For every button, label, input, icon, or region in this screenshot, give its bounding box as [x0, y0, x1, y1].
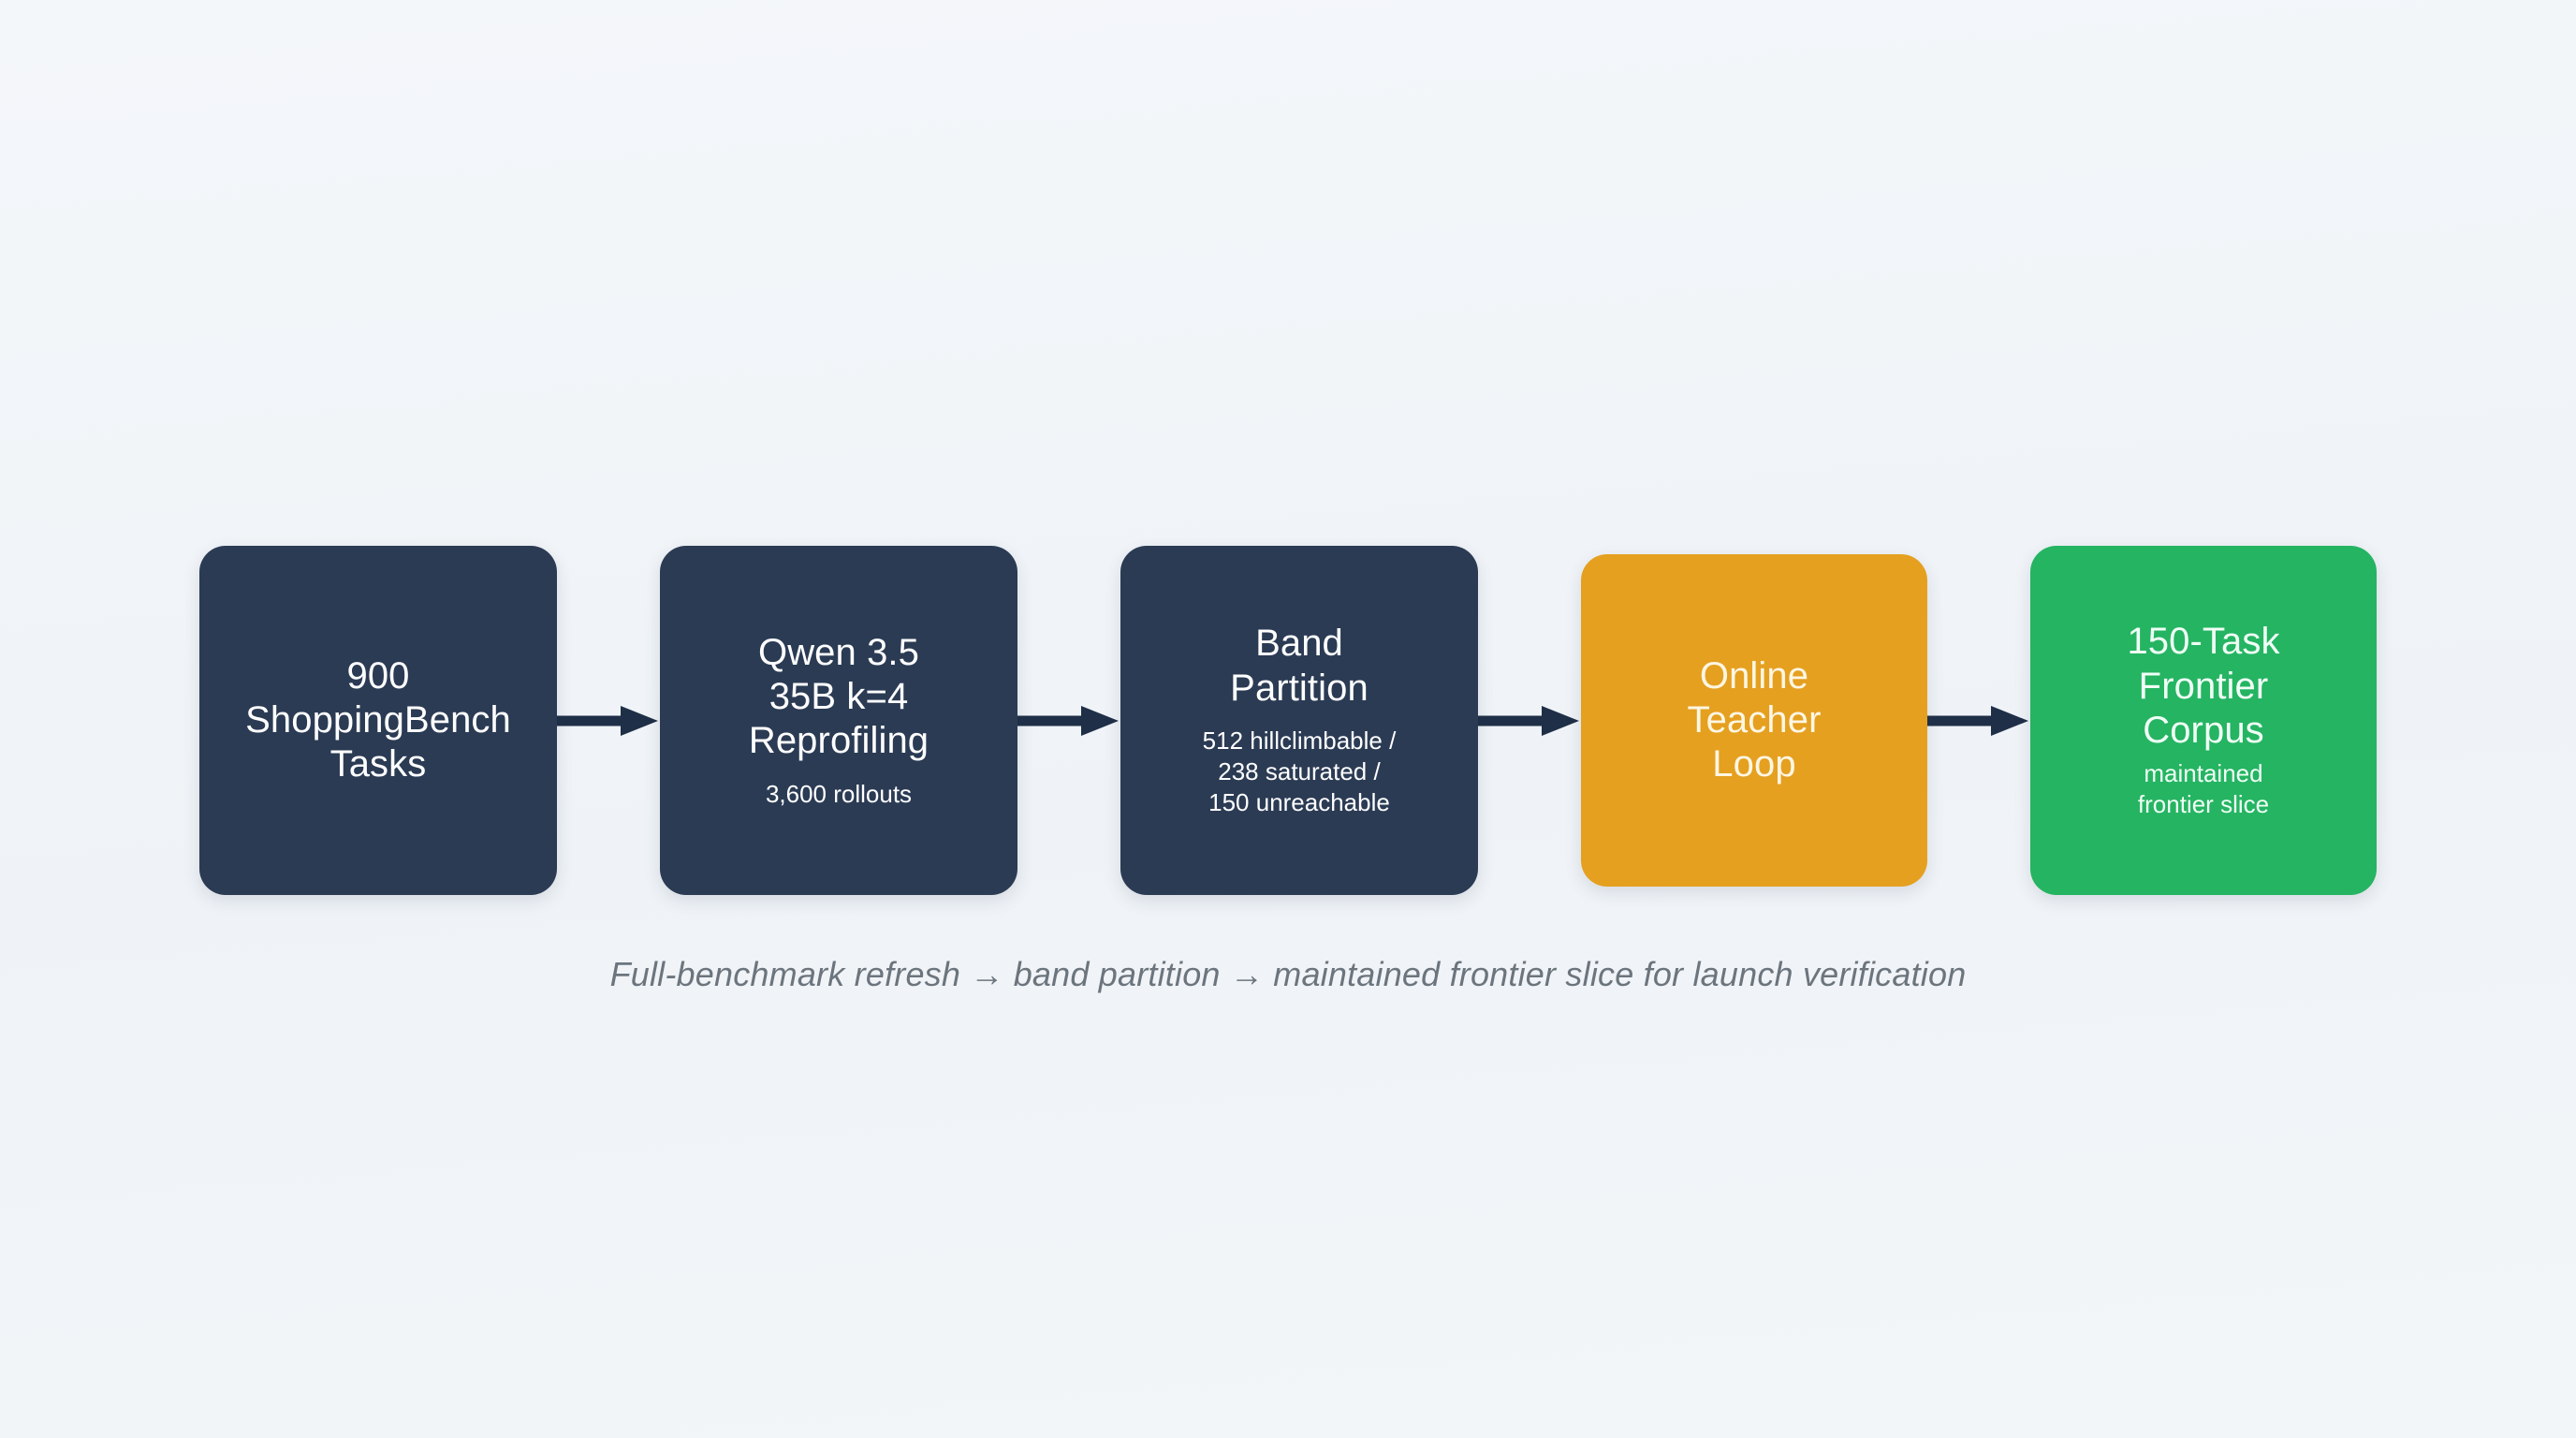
arrow-connector-3: [1478, 702, 1581, 740]
node-subtitle: 512 hillclimbable / 238 saturated / 150 …: [1202, 726, 1397, 817]
node-subtitle: maintained frontier slice: [2137, 759, 2270, 819]
pipeline-flow: 900 ShoppingBench Tasks Qwen 3.5 35B k=4…: [0, 545, 2576, 896]
arrow-connector-4: [1927, 702, 2030, 740]
node-title: Band Partition: [1230, 623, 1368, 709]
arrow-right-icon: [1927, 702, 2030, 740]
node-online-teacher-loop[interactable]: Online Teacher Loop: [1581, 554, 1927, 887]
node-band-partition[interactable]: Band Partition 512 hillclimbable / 238 s…: [1120, 546, 1478, 895]
diagram-caption: Full-benchmark refresh → band partition …: [609, 955, 1967, 993]
arrow-right-icon: [557, 702, 660, 740]
arrow-connector-2: [1017, 702, 1120, 740]
node-title: 900 ShoppingBench Tasks: [245, 654, 511, 785]
node-title: Qwen 3.5 35B k=4 Reprofiling: [748, 632, 929, 762]
node-title: Online Teacher Loop: [1687, 654, 1822, 785]
node-title: 150-Task Frontier Corpus: [2127, 621, 2280, 751]
node-frontier-corpus[interactable]: 150-Task Frontier Corpus maintained fron…: [2030, 546, 2377, 895]
node-qwen-reprofiling[interactable]: Qwen 3.5 35B k=4 Reprofiling 3,600 rollo…: [660, 546, 1017, 895]
node-subtitle: 3,600 rollouts: [765, 779, 913, 808]
arrow-right-icon: [1017, 702, 1120, 740]
arrow-connector-1: [557, 702, 660, 740]
node-shoppingbench-tasks[interactable]: 900 ShoppingBench Tasks: [199, 546, 557, 895]
arrow-right-icon: [1478, 702, 1581, 740]
